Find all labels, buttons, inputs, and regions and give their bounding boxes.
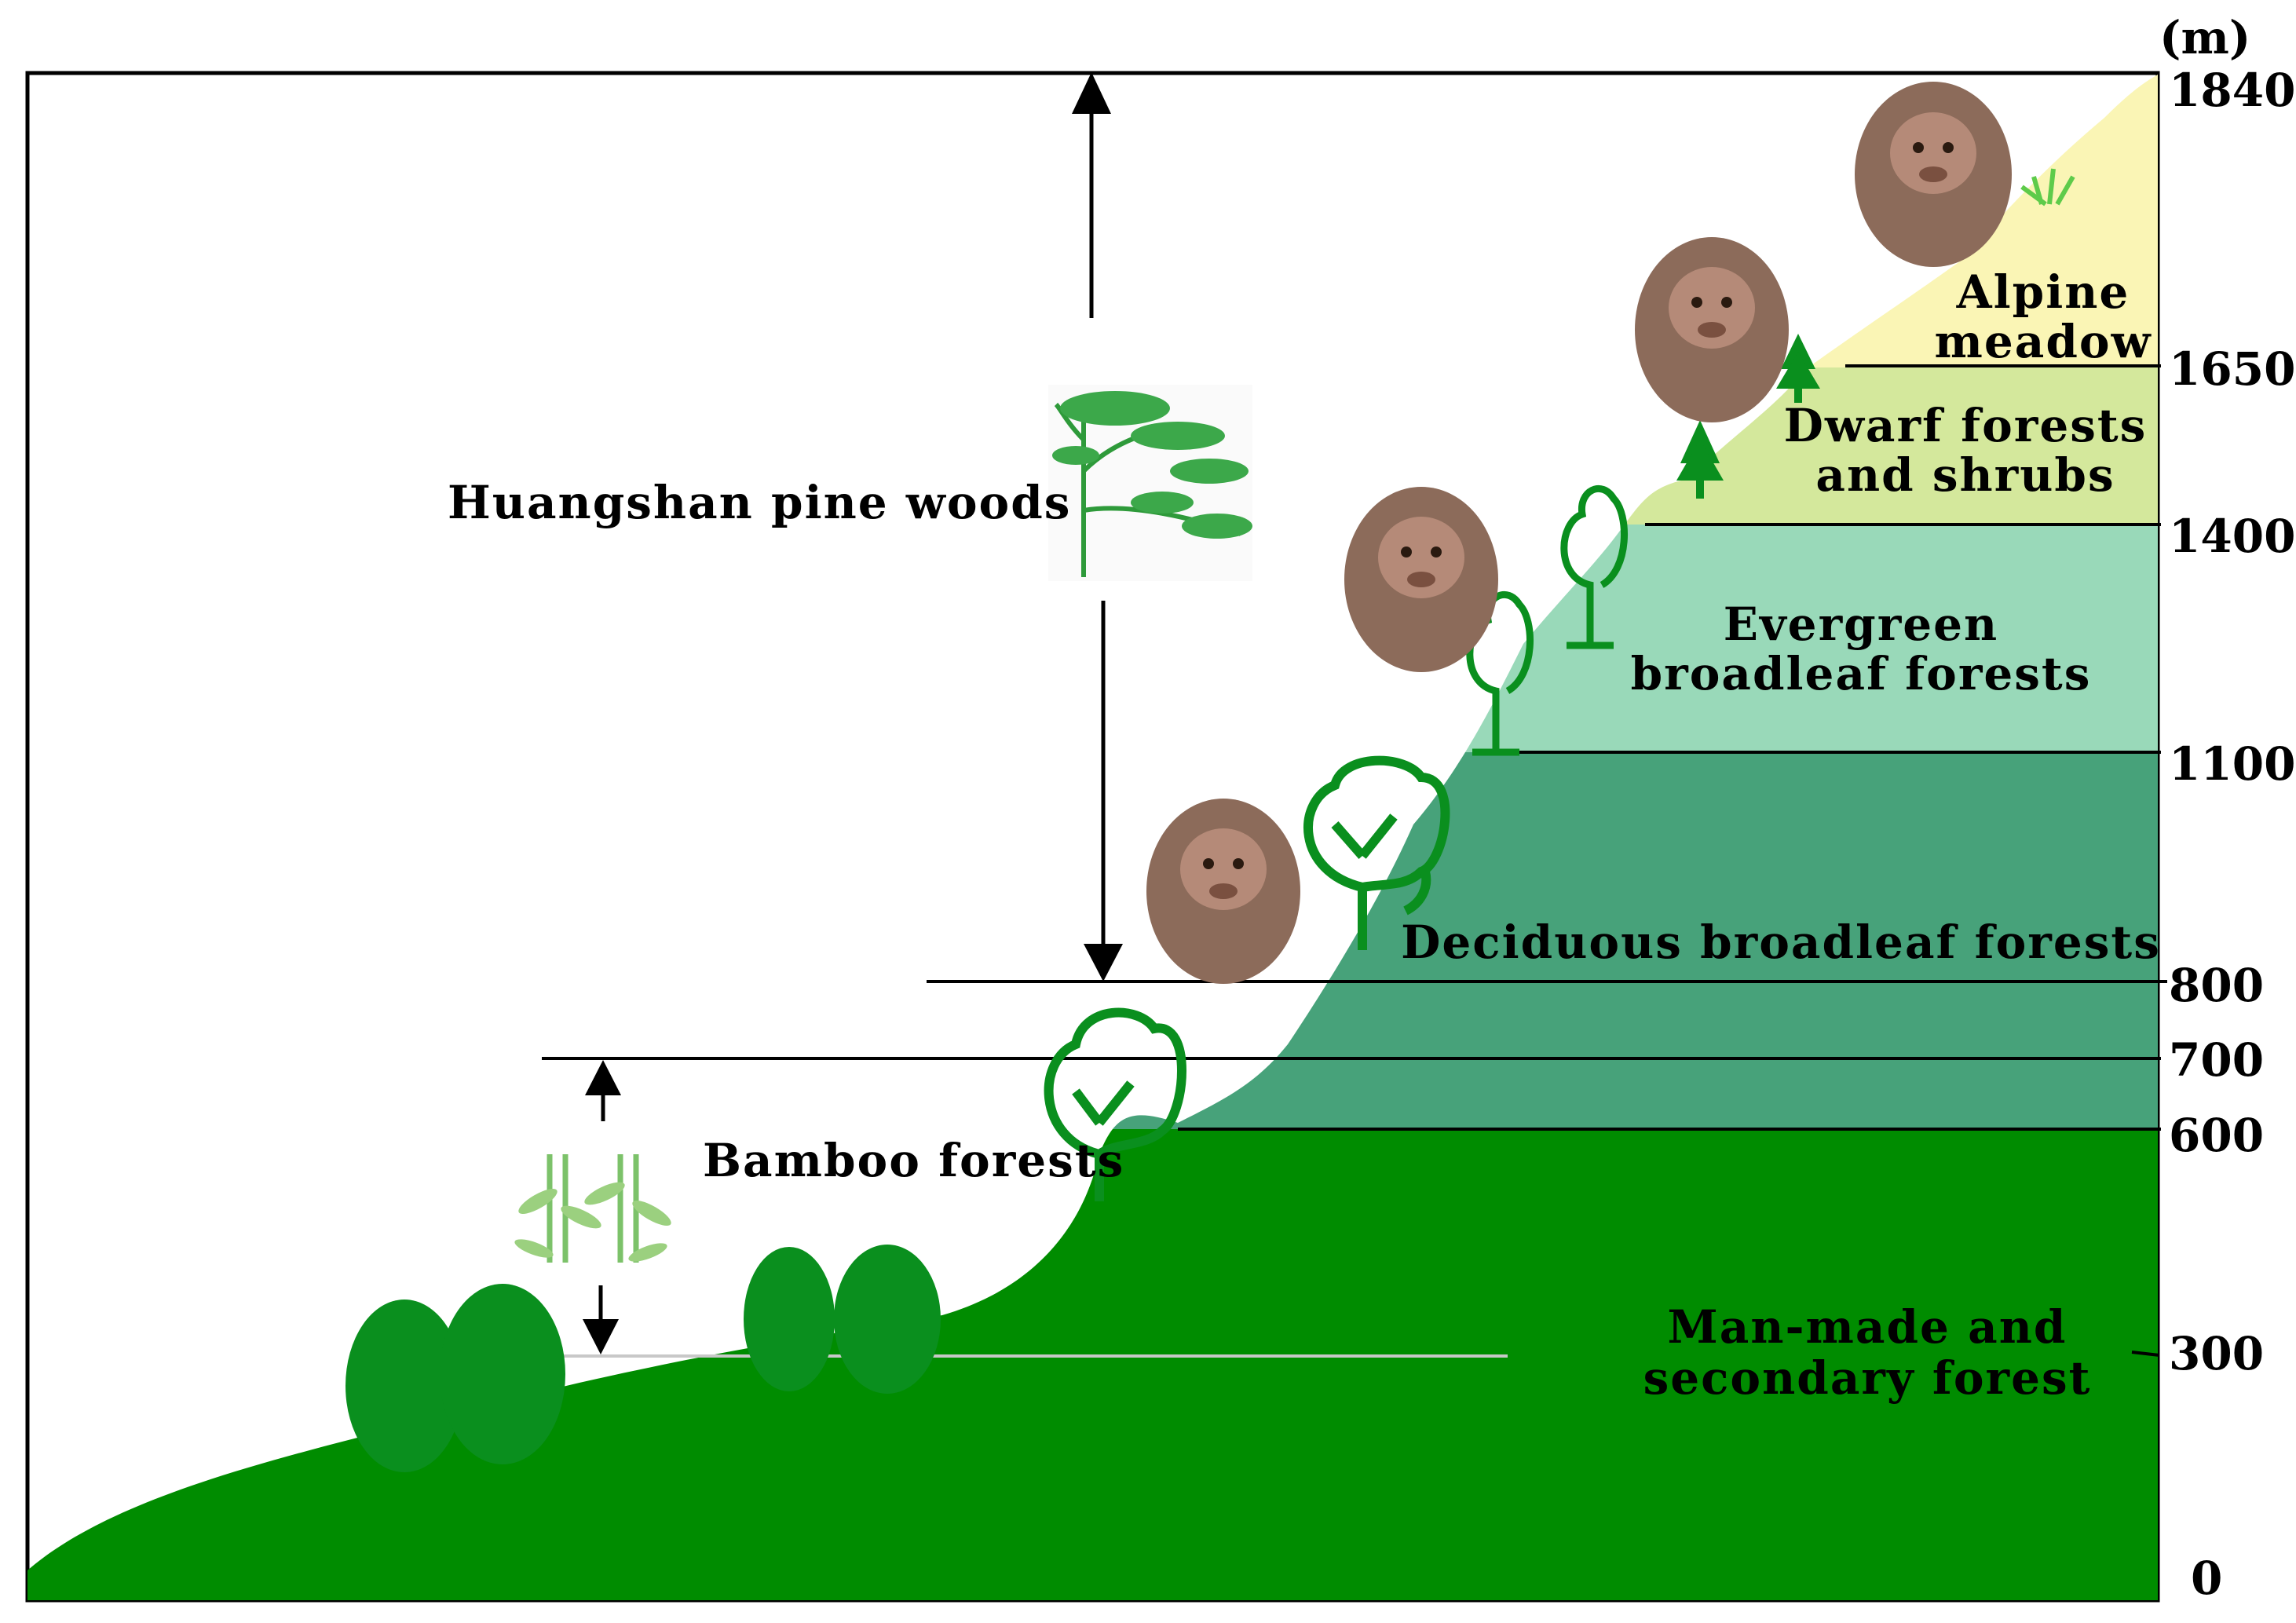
deciduous-tree-icon: [744, 1247, 835, 1391]
label-manmade-2: secondary forest: [1643, 1351, 2092, 1405]
dwarf-conifers: [1676, 334, 1820, 499]
monkey-photo-icon: [1344, 487, 1498, 672]
tick-0: 0: [2191, 1552, 2222, 1605]
monkey-photo-icon: [1855, 82, 2012, 267]
tick-700: 700: [2169, 1033, 2264, 1087]
deciduous-tree-icon: [834, 1245, 941, 1394]
tick-1100: 1100: [2169, 737, 2295, 791]
label-manmade-1: Man-made and: [1668, 1300, 2067, 1354]
pine-tree-icon: [1776, 334, 1820, 403]
label-dwarf-2: and shrubs: [1815, 448, 2115, 502]
monkey-photo-icon: [1635, 237, 1789, 422]
lowland-trees: [345, 1245, 941, 1472]
label-alpine-2: meadow: [1934, 315, 2152, 368]
label-alpine-1: Alpine: [1956, 265, 2130, 319]
tick-600: 600: [2169, 1109, 2264, 1162]
grass-icon: [2020, 168, 2075, 207]
label-evergreen-1: Evergreen: [1724, 598, 1998, 651]
axis-unit: (m): [2159, 11, 2250, 64]
elevation-axis: (m) 1840 1650 1400 1100 800 700 600 300 …: [2131, 11, 2295, 1605]
label-deciduous: Deciduous broadleaf forests: [1401, 916, 2161, 969]
bamboo-icon: [514, 1154, 671, 1263]
tick-800: 800: [2169, 959, 2264, 1012]
pine-range-arrow: [1072, 72, 1123, 981]
boundary-lines: [542, 364, 2167, 1131]
tick-1840: 1840: [2169, 64, 2295, 117]
deciduous-tree-icon: [1303, 755, 1450, 950]
bamboo-range-arrow: [583, 1060, 621, 1354]
label-evergreen-2: broadleaf forests: [1631, 647, 2092, 700]
monkey-photo-icon: [1146, 799, 1300, 984]
deciduous-tree-icon: [345, 1299, 463, 1472]
label-dwarf-1: Dwarf forests: [1784, 399, 2148, 452]
label-bamboo: Bamboo forests: [703, 1134, 1124, 1187]
label-pine: Huangshan pine woods: [448, 476, 1071, 529]
monkey-photos: [1146, 82, 2012, 984]
pine-tree-icon: [1676, 420, 1724, 499]
tick-1400: 1400: [2169, 510, 2295, 563]
tick-300: 300: [2169, 1327, 2264, 1380]
tick-1650: 1650: [2169, 342, 2295, 396]
evergreen-tree-icon: [1560, 485, 1628, 649]
pine-tree-icon: [1048, 385, 1252, 581]
deciduous-tree-icon: [440, 1284, 565, 1464]
deciduous-tree-icon: [1044, 1007, 1186, 1201]
